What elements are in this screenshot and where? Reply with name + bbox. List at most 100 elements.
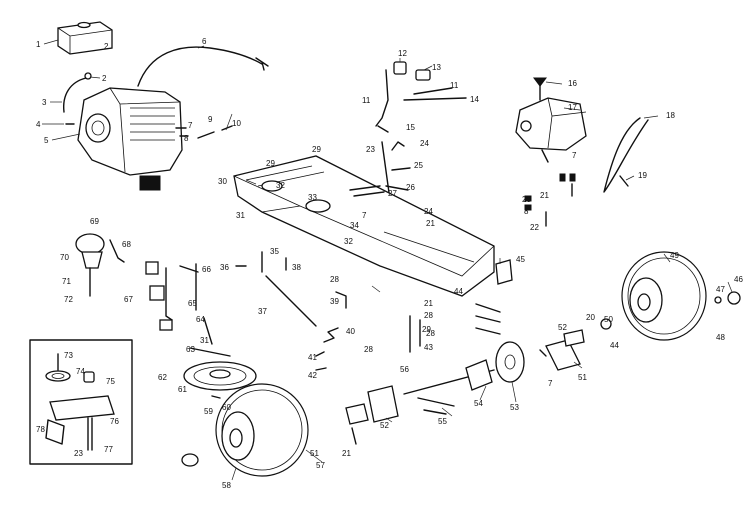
callout-c49: 49 bbox=[670, 251, 679, 260]
callout-c50: 50 bbox=[604, 315, 613, 324]
callout-c23: 23 bbox=[366, 145, 375, 154]
pin-60 bbox=[211, 395, 221, 399]
callout-c69: 69 bbox=[90, 217, 99, 226]
callout-c54: 54 bbox=[474, 399, 483, 408]
callout-c40: 40 bbox=[346, 327, 355, 336]
bracket-39 bbox=[335, 291, 347, 309]
callout-c61: 61 bbox=[178, 385, 187, 394]
callout-c8a: 8 bbox=[184, 134, 189, 143]
engine-part bbox=[77, 87, 183, 191]
callout-c28b: 28 bbox=[424, 311, 433, 320]
callout-c44: 44 bbox=[454, 287, 463, 296]
callout-c21c: 21 bbox=[424, 299, 433, 308]
main-frame-part bbox=[233, 155, 495, 297]
leader-lines bbox=[42, 39, 733, 481]
callout-c13: 13 bbox=[432, 63, 441, 72]
fuel-cap-part bbox=[84, 72, 92, 80]
callout-c11b: 11 bbox=[450, 81, 459, 90]
callout-c21a: 21 bbox=[540, 191, 549, 200]
callout-c42: 42 bbox=[308, 371, 317, 380]
callout-c12: 12 bbox=[398, 49, 407, 58]
bracket-45 bbox=[495, 259, 513, 285]
callout-c21d: 21 bbox=[342, 449, 351, 458]
fuel-line-part bbox=[63, 77, 87, 113]
belt-guide-19 bbox=[619, 175, 629, 187]
callout-c2: 2 bbox=[102, 74, 107, 83]
callout-c71: 71 bbox=[62, 277, 71, 286]
rear-wheel-part bbox=[215, 383, 309, 477]
callout-c51b: 51 bbox=[310, 449, 319, 458]
callout-c53: 53 bbox=[510, 403, 519, 412]
callout-c73: 73 bbox=[64, 351, 73, 360]
spring-40 bbox=[323, 327, 339, 343]
linkage-rods bbox=[381, 141, 411, 201]
bolt-cluster-44 bbox=[475, 303, 501, 335]
callout-c52b: 52 bbox=[380, 421, 389, 430]
callout-c3: 3 bbox=[42, 98, 47, 107]
callout-c31b: 31 bbox=[200, 336, 209, 345]
callout-c7a: 7 bbox=[188, 121, 193, 130]
callout-c21b: 21 bbox=[426, 219, 435, 228]
callout-c25: 25 bbox=[414, 161, 423, 170]
callout-c62: 62 bbox=[158, 373, 167, 382]
callout-c60: 60 bbox=[222, 403, 231, 412]
callout-c33: 33 bbox=[308, 193, 317, 202]
callout-c70: 70 bbox=[60, 253, 69, 262]
callout-c35: 35 bbox=[270, 247, 279, 256]
callout-c78: 78 bbox=[36, 425, 45, 434]
callout-c28d: 28 bbox=[426, 329, 435, 338]
plate-57 bbox=[345, 403, 369, 425]
transmission-part bbox=[515, 77, 587, 163]
washer-cluster-55 bbox=[417, 397, 455, 415]
bolt-9-part bbox=[197, 131, 215, 139]
hardware-column bbox=[524, 173, 576, 227]
callout-c19: 19 bbox=[638, 171, 647, 180]
callout-c59: 59 bbox=[204, 407, 213, 416]
shift-lever-assembly bbox=[375, 61, 467, 133]
washer-47 bbox=[714, 296, 722, 304]
callout-c68: 68 bbox=[122, 240, 131, 249]
axle-assembly bbox=[403, 341, 547, 395]
callout-c5: 5 bbox=[44, 136, 49, 145]
callout-c36: 36 bbox=[220, 263, 229, 272]
callout-c77: 77 bbox=[104, 445, 113, 454]
callout-c29b: 29 bbox=[266, 159, 275, 168]
callout-c56: 56 bbox=[400, 365, 409, 374]
bracket-52b bbox=[367, 385, 399, 423]
callout-c4: 4 bbox=[36, 120, 41, 129]
callout-c27: 27 bbox=[388, 189, 397, 198]
callout-c65: 65 bbox=[188, 299, 197, 308]
clip-41 bbox=[315, 351, 325, 357]
callout-c41: 41 bbox=[308, 353, 317, 362]
callout-c29a: 29 bbox=[312, 145, 321, 154]
callout-c32b: 32 bbox=[344, 237, 353, 246]
callout-c26: 26 bbox=[406, 183, 415, 192]
callout-c64: 64 bbox=[196, 315, 205, 324]
pulley-assembly bbox=[145, 261, 257, 391]
callout-c75: 75 bbox=[106, 377, 115, 386]
callout-c32a: 32 bbox=[276, 181, 285, 190]
callout-c29c: 29 bbox=[422, 325, 431, 334]
callout-c28c: 28 bbox=[364, 345, 373, 354]
mount-plate-51 bbox=[545, 339, 581, 371]
callout-c51a: 51 bbox=[578, 373, 587, 382]
callout-c52a: 52 bbox=[558, 323, 567, 332]
fuel-tank-part bbox=[57, 21, 113, 55]
callout-c48: 48 bbox=[716, 333, 725, 342]
callout-c67: 67 bbox=[124, 295, 133, 304]
hardware-7-8 bbox=[175, 127, 189, 137]
callout-c17: 17 bbox=[568, 103, 577, 112]
pin-42 bbox=[315, 367, 327, 371]
steering-rod-37 bbox=[265, 275, 317, 327]
bracket-52a bbox=[563, 329, 585, 347]
callout-c7b: 7 bbox=[572, 151, 577, 160]
callout-c44b: 44 bbox=[610, 341, 619, 350]
callout-c7c: 7 bbox=[362, 211, 367, 220]
callout-c47: 47 bbox=[716, 285, 725, 294]
wheel-hub-59 bbox=[181, 453, 199, 467]
callout-c2b: 2 bbox=[104, 42, 109, 51]
callout-c10: 10 bbox=[232, 119, 241, 128]
pivot-assembly bbox=[75, 233, 199, 297]
